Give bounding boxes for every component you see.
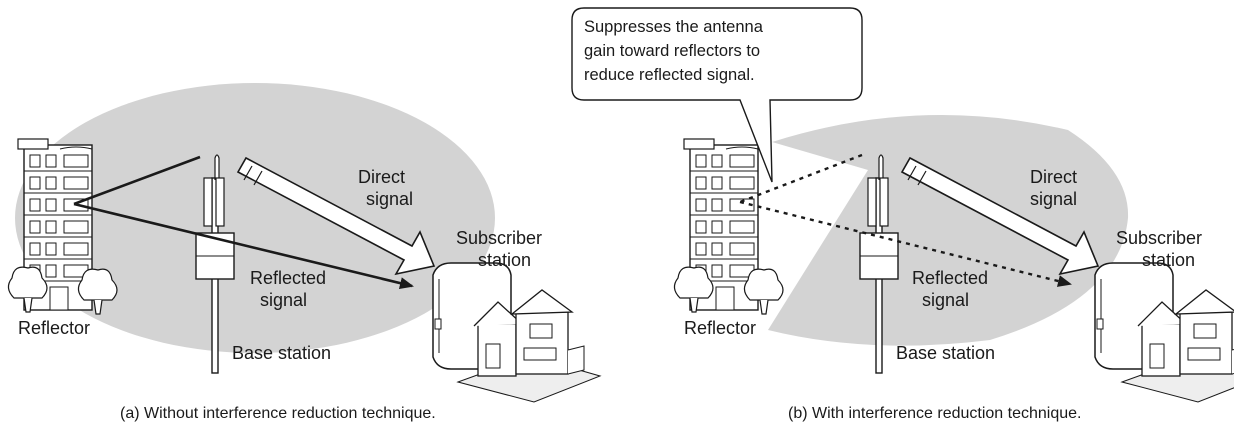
coverage-area	[15, 83, 495, 353]
callout-bubble: Suppresses the antenna gain toward refle…	[571, 7, 863, 183]
caption-b: (b) With interference reduction techniqu…	[788, 405, 1081, 422]
direct-signal-arrow	[236, 156, 436, 276]
panel-a: Direct signal Reflected signal Subscribe…	[7, 83, 601, 422]
base-station-label: Base station	[896, 343, 995, 363]
subscriber-station-label: Subscriber station	[456, 228, 547, 270]
caption-a: (a) Without interference reduction techn…	[120, 405, 436, 422]
callout-text: Suppresses the antenna gain toward refle…	[584, 18, 767, 84]
subscriber-station-label: Subscriber station	[1116, 228, 1207, 270]
reflected-signal-label: Reflected signal	[250, 268, 331, 310]
base-station-label: Base station	[232, 343, 331, 363]
reflector-label: Reflector	[684, 318, 756, 338]
coverage-area	[768, 115, 1129, 346]
direct-signal-label: Direct signal	[358, 167, 413, 209]
reflected-signal-path	[739, 153, 1072, 287]
reflected-signal-path	[73, 155, 414, 290]
reflector-label: Reflector	[18, 318, 90, 338]
direct-signal-label: Direct signal	[1030, 167, 1082, 209]
reflected-signal-label: Reflected signal	[912, 268, 993, 310]
direct-signal-arrow	[900, 156, 1100, 276]
panel-b: Suppresses the antenna gain toward refle…	[571, 7, 1234, 422]
